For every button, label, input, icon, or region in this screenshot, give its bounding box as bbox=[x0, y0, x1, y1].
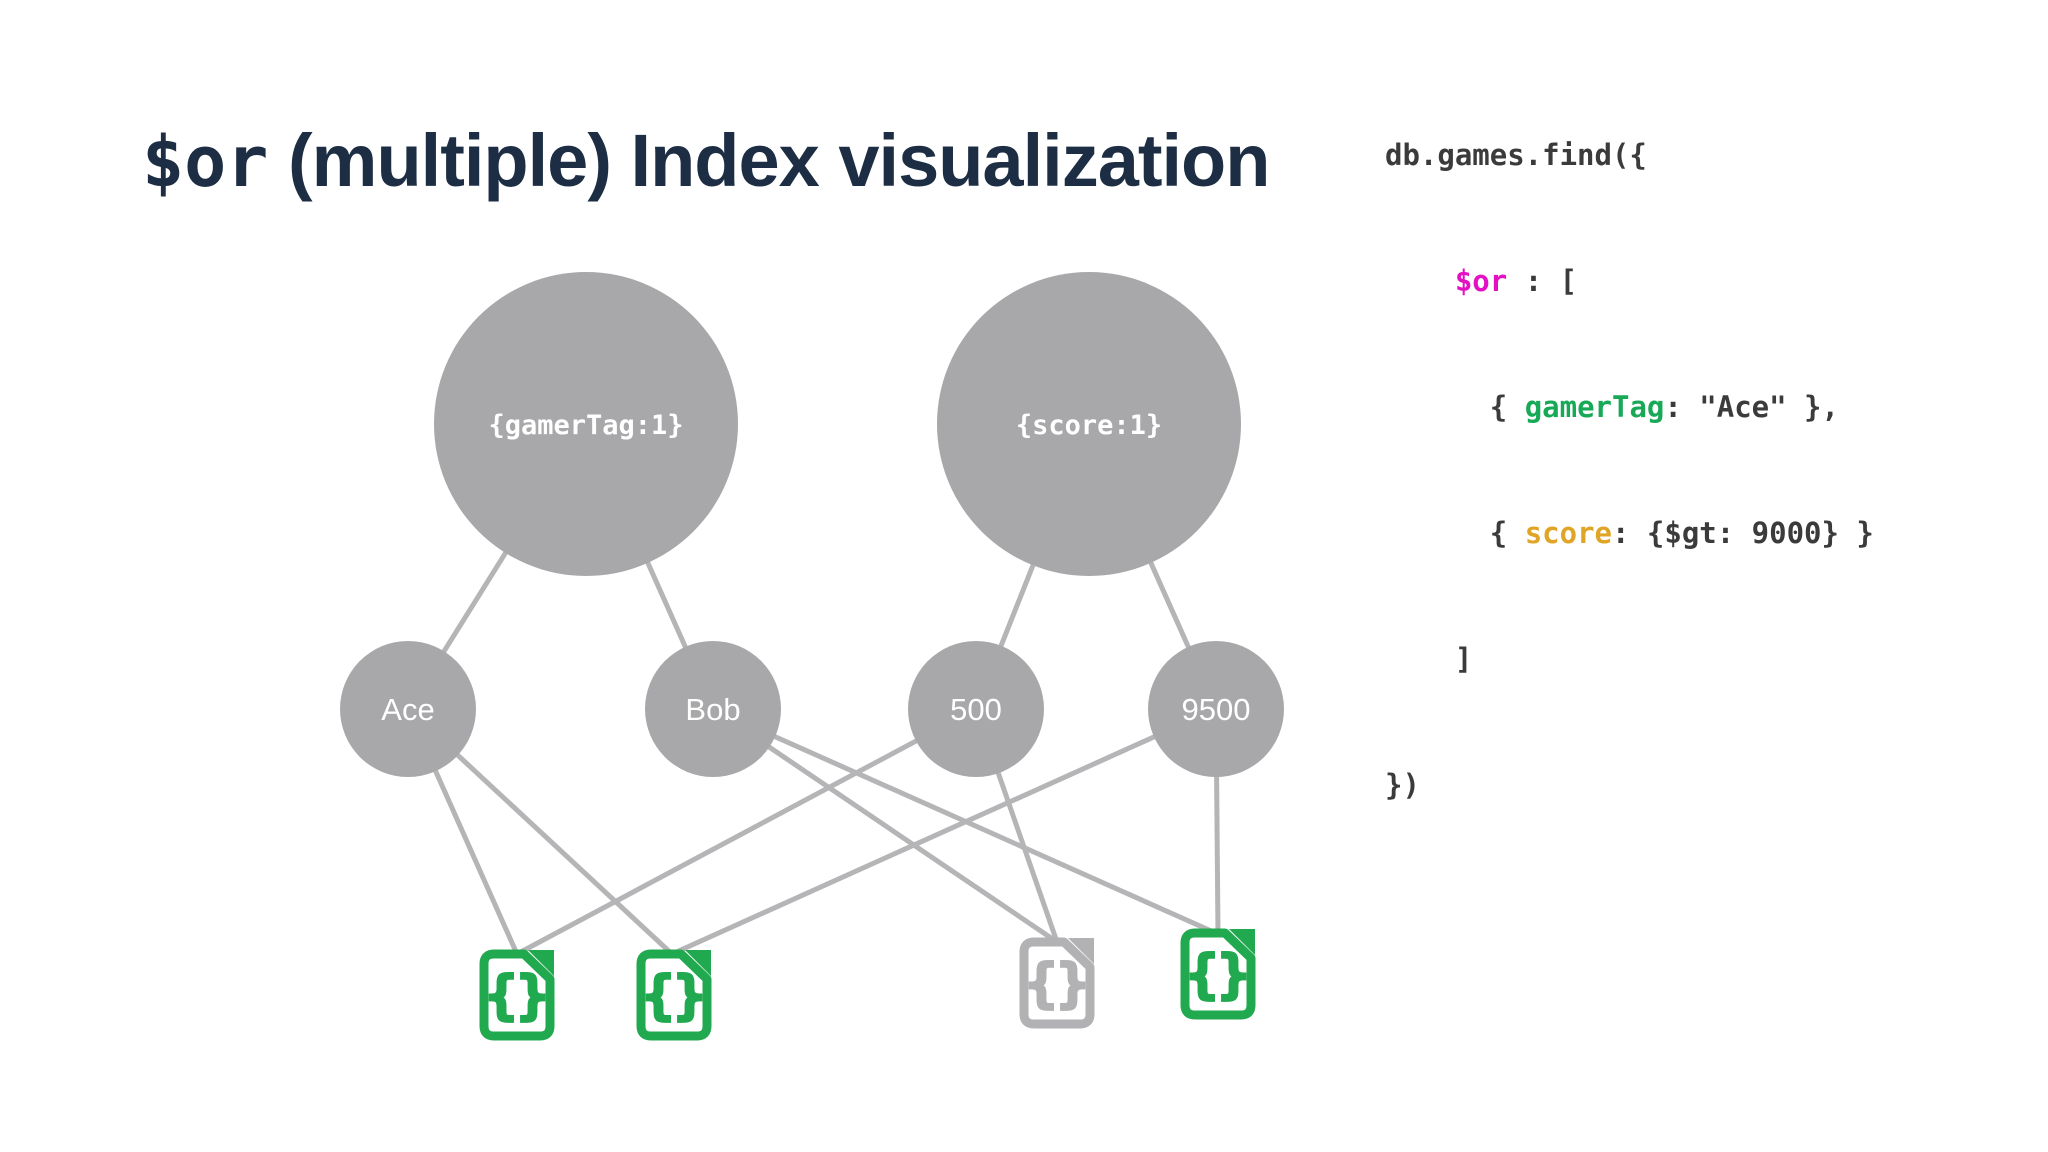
code-line: ] bbox=[1385, 642, 1473, 676]
json-document-icon-matched-3: {} bbox=[1180, 928, 1256, 1020]
index-node-score bbox=[937, 272, 1241, 576]
field-token-score: score bbox=[1524, 516, 1612, 550]
document-icons: {} {} {} {} bbox=[479, 928, 1256, 1041]
title-operator: $or bbox=[142, 121, 269, 203]
index-nodes: {gamerTag:1} {score:1} bbox=[434, 272, 1241, 576]
field-token-gamertag: gamerTag bbox=[1524, 390, 1665, 424]
document-page bbox=[1019, 937, 1095, 1029]
edge-9500-doc2 bbox=[670, 706, 1218, 957]
operator-token: $or bbox=[1454, 264, 1508, 298]
code-line: }) bbox=[1385, 768, 1420, 802]
code-line: $or : [ bbox=[1454, 264, 1578, 298]
title-rest: (multiple) Index visualization bbox=[268, 119, 1270, 202]
document-fold-corner bbox=[1229, 929, 1255, 955]
document-page bbox=[479, 949, 555, 1041]
key-node-9500 bbox=[1148, 641, 1284, 777]
key-node-bob bbox=[645, 641, 781, 777]
braces-glyph: {} bbox=[1187, 945, 1250, 1005]
key-node-label: Bob bbox=[685, 692, 740, 727]
key-node-label: Ace bbox=[381, 692, 434, 727]
key-node-ace bbox=[340, 641, 476, 777]
json-document-icon-unmatched: {} bbox=[1019, 937, 1095, 1029]
document-fold-corner bbox=[685, 950, 711, 976]
edges-keys-to-documents bbox=[405, 706, 1221, 957]
page-title: $or (multiple) Index visualization bbox=[142, 118, 1270, 203]
braces-glyph: {} bbox=[643, 966, 706, 1026]
document-page bbox=[1180, 928, 1256, 1020]
document-fold-corner bbox=[1068, 938, 1094, 964]
key-nodes: Ace Bob 500 9500 bbox=[340, 641, 1284, 777]
key-node-label: 9500 bbox=[1182, 692, 1251, 727]
code-line: db.games.find({ bbox=[1385, 138, 1647, 172]
json-document-icon-matched-2: {} bbox=[636, 949, 712, 1041]
index-node-gamertag bbox=[434, 272, 738, 576]
document-page bbox=[636, 949, 712, 1041]
document-fold-corner bbox=[528, 950, 554, 976]
code-line: { score: {$gt: 9000} } bbox=[1385, 516, 1874, 550]
code-line: { gamerTag: "Ace" }, bbox=[1385, 390, 1839, 424]
index-node-label: {gamerTag:1} bbox=[488, 410, 683, 441]
code-snippet: db.games.find({ $or : [ { gamerTag: "Ace… bbox=[1385, 50, 1874, 890]
key-node-500 bbox=[908, 641, 1044, 777]
edge-500-doc1 bbox=[515, 706, 978, 957]
json-document-icon-matched-1: {} bbox=[479, 949, 555, 1041]
edge-bob-doc3 bbox=[711, 706, 1059, 945]
braces-glyph: {} bbox=[486, 966, 549, 1026]
braces-glyph: {} bbox=[1026, 954, 1089, 1014]
key-node-label: 500 bbox=[950, 692, 1002, 727]
index-node-label: {score:1} bbox=[1016, 410, 1162, 441]
